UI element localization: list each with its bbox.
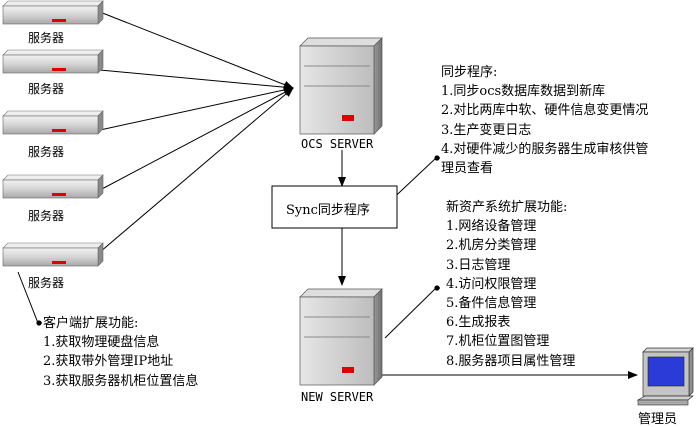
rack-server-2 xyxy=(2,49,104,74)
arrow-server-5 xyxy=(99,87,294,253)
rack-server-5 xyxy=(2,242,104,267)
new-system-item: 8.服务器项目属性管理 xyxy=(446,353,576,369)
admin-label: 管理员 xyxy=(638,412,678,427)
new-system-notes-title: 新资产系统扩展功能: xyxy=(446,200,568,215)
client-notes-title: 客户端扩展功能: xyxy=(43,316,139,331)
sync-notes: 同步程序: 1.同步ocs数据库数据到新库 2.对比两库中软、硬件信息变更情况 … xyxy=(441,63,648,178)
server-to-ocs-arrows xyxy=(99,11,294,253)
new-server-label: NEW SERVER xyxy=(301,390,374,404)
sync-notes-title: 同步程序: xyxy=(441,65,498,80)
client-note-item: 1.获取物理硬盘信息 xyxy=(43,335,160,351)
server-label-5: 服务器 xyxy=(28,276,65,290)
rack-server-3 xyxy=(2,110,104,135)
client-note-item: 2.获取带外管理IP地址 xyxy=(43,354,174,370)
rack-server-1 xyxy=(2,0,104,25)
new-system-item: 7.机柜位置图管理 xyxy=(446,334,550,350)
server-label-3: 服务器 xyxy=(28,145,65,159)
sync-note-item: 4.对硬件减少的服务器生成审核供管 xyxy=(441,141,649,157)
server-label-2: 服务器 xyxy=(28,82,65,96)
sync-note-item: 1.同步ocs数据库数据到新库 xyxy=(441,84,606,100)
server-label-4: 服务器 xyxy=(28,209,65,223)
ocs-server-icon xyxy=(299,37,383,135)
ocs-server-label: OCS SERVER xyxy=(301,137,374,151)
new-system-notes: 新资产系统扩展功能: 1.网络设备管理 2.机房分类管理 3.日志管理 4.访问… xyxy=(446,198,575,371)
rack-server-4 xyxy=(2,174,104,199)
arrow-server-3 xyxy=(99,86,294,131)
server-label-1: 服务器 xyxy=(28,31,65,45)
arrow-server-4 xyxy=(99,87,294,191)
arrow-server-1 xyxy=(99,11,294,89)
new-system-item: 4.访问权限管理 xyxy=(446,276,537,292)
sync-note-item: 3.生产变更日志 xyxy=(441,122,532,138)
new-system-item: 1.网络设备管理 xyxy=(446,219,537,235)
sync-box-label: Sync同步程序 xyxy=(286,203,370,218)
new-system-item: 2.机房分类管理 xyxy=(446,238,537,254)
arrow-server-2 xyxy=(99,69,294,92)
new-server-icon xyxy=(299,288,383,386)
client-note-item: 3.获取服务器机柜位置信息 xyxy=(43,373,199,389)
new-system-item: 3.日志管理 xyxy=(446,257,511,273)
client-notes: 客户端扩展功能: 1.获取物理硬盘信息 2.获取带外管理IP地址 3.获取服务器… xyxy=(43,314,198,391)
new-system-item: 6.生成报表 xyxy=(446,315,511,331)
new-system-item: 5.备件信息管理 xyxy=(446,295,537,311)
sync-note-item: 2.对比两库中软、硬件信息变更情况 xyxy=(441,103,649,119)
callout-new-system xyxy=(384,287,440,339)
sync-note-item: 理员查看 xyxy=(441,160,494,176)
admin-computer-icon xyxy=(636,347,694,406)
sync-box xyxy=(271,185,398,229)
